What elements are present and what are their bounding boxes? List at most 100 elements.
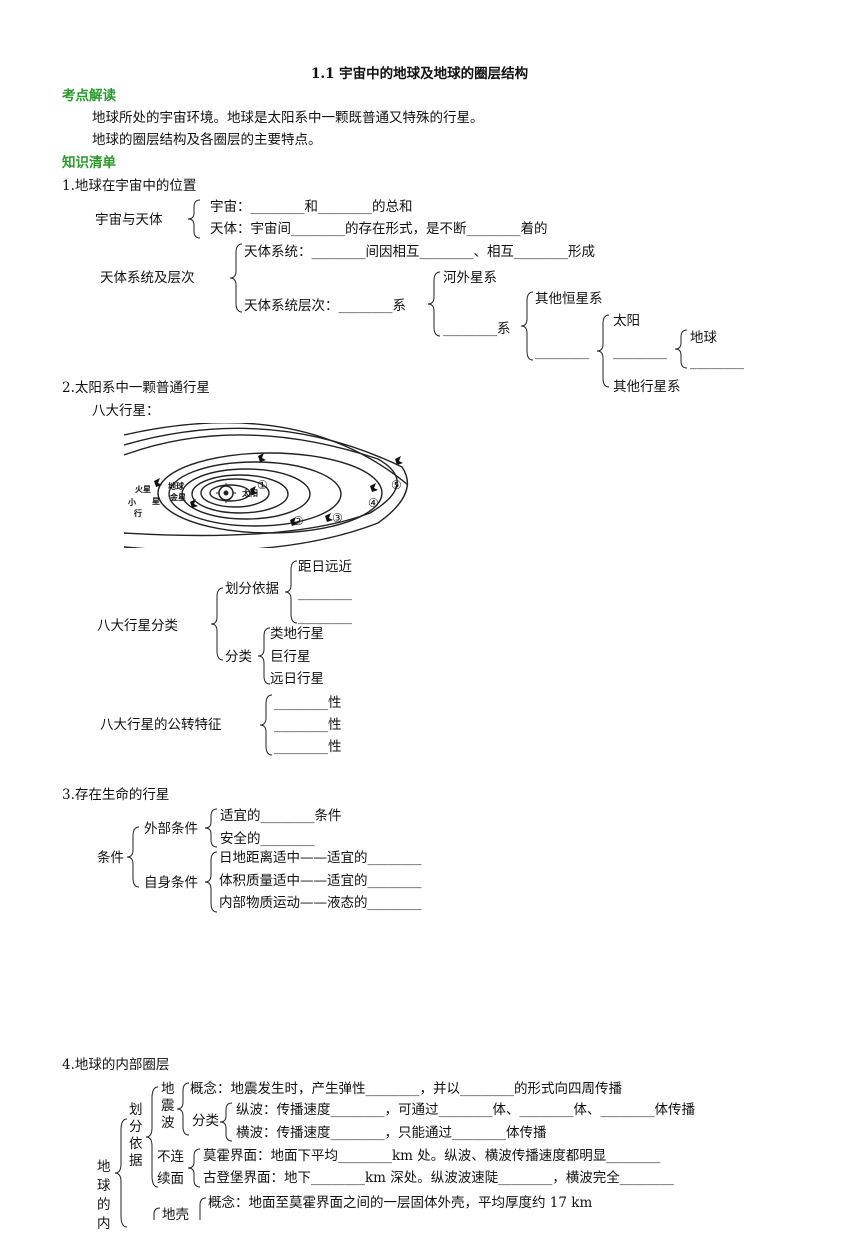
node-text: 续面 — [157, 1171, 184, 1187]
brace — [187, 199, 201, 239]
planet-marker — [190, 499, 198, 508]
node-text: ________ — [613, 344, 667, 360]
brace — [596, 314, 610, 388]
node-text: 地壳 — [162, 1207, 189, 1223]
node-text: 横波：传播速度________，只能通过________体传播 — [236, 1125, 547, 1141]
brace — [187, 1148, 201, 1188]
figure-label: 地球 — [168, 481, 184, 491]
node-text: 自身条件 — [144, 875, 198, 891]
node-text: 不连 — [157, 1149, 184, 1165]
brace — [219, 1102, 233, 1142]
brace — [114, 1118, 128, 1228]
brace — [520, 291, 534, 361]
figure-number: ② — [293, 514, 304, 528]
brace — [427, 271, 441, 337]
figure-number: ④ — [368, 496, 379, 510]
brace — [145, 1086, 159, 1188]
node-text: 体积质量适中——适宜的________ — [219, 873, 422, 889]
vertical-label: 划分依据 — [129, 1102, 143, 1169]
node-text: 分类 — [192, 1113, 219, 1129]
brace — [204, 808, 218, 848]
question-heading: 1.地球在宇宙中的位置 — [62, 178, 197, 194]
node-text: 太阳 — [613, 313, 640, 329]
figure-label: 金星 — [170, 492, 186, 502]
node-text: 分类 — [225, 649, 252, 665]
page-title: 1.1 宇宙中的地球及地球的圈层结构 — [311, 66, 529, 82]
planet-marker — [154, 478, 162, 487]
orbit-drawing — [123, 423, 409, 548]
figure-number: ③ — [332, 511, 343, 525]
node-text: 地球 — [690, 330, 717, 346]
brace — [284, 560, 298, 624]
vertical-label: 地震波 — [161, 1081, 175, 1131]
sub-heading: 八大行星： — [92, 403, 160, 419]
node-text: 类地行星 — [270, 626, 324, 642]
node-text: 宇宙：________和________的总和 — [210, 199, 413, 215]
node-text: 其他行星系 — [613, 379, 681, 395]
node-label: 条件 — [97, 850, 124, 866]
planet-marker — [370, 483, 378, 492]
node-label: 八大行星的公转特征 — [100, 717, 222, 733]
node-text: 日地距离适中——适宜的________ — [219, 850, 422, 866]
figure-label: 星 — [152, 496, 160, 506]
node-text: 天体系统：________间因相互________、相互________形成 — [244, 244, 595, 260]
node-text: ________性 — [274, 695, 342, 711]
brace — [176, 1082, 190, 1136]
figure-label: 行 — [134, 508, 142, 518]
figure-label: 太阳 — [242, 488, 258, 498]
planet-marker — [290, 517, 298, 526]
node-text: 外部条件 — [144, 821, 198, 837]
node-text: 河外星系 — [443, 270, 497, 286]
planet-marker — [250, 486, 258, 495]
vertical-label: 地球的内 — [97, 1159, 111, 1232]
figure-label: 火星 — [135, 484, 151, 494]
node-text: 古登堡界面：地下________km 深处。纵波波速陡________，横波完全… — [203, 1170, 674, 1186]
node-text: 安全的________ — [220, 831, 315, 847]
node-text: ________ — [298, 609, 352, 625]
node-text: 纵波：传播速度________，可通过________体、________体、_… — [236, 1102, 695, 1118]
planet-marker — [325, 513, 333, 522]
question-heading: 2.太阳系中一颗普通行星 — [62, 380, 210, 396]
node-text: 莫霍界面：地面下平均________km 处。纵波、横波传播速度都明显_____… — [203, 1148, 661, 1164]
question-heading: 4.地球的内部圈层 — [62, 1057, 170, 1073]
figure-number: ① — [257, 478, 268, 492]
brace — [204, 851, 218, 913]
node-label: 天体系统及层次 — [100, 270, 195, 286]
node-text: 划分依据 — [225, 581, 279, 597]
section-heading-exam-points: 考点解读 — [62, 88, 116, 104]
planet-marker — [258, 453, 266, 462]
brace — [210, 587, 224, 661]
section-heading-knowledge: 知识清单 — [62, 155, 116, 171]
paragraph: 地球所处的宇宙环境。地球是太阳系中一颗既普通又特殊的行星。 — [92, 110, 484, 126]
brace — [229, 243, 243, 313]
planet-marker — [395, 456, 403, 465]
paragraph: 地球的圈层结构及各圈层的主要特点。 — [92, 132, 322, 148]
node-text: ________ — [298, 585, 352, 601]
node-text: 概念：地震发生时，产生弹性________，并以________的形式向四周传播 — [190, 1081, 622, 1097]
node-text: ________ — [690, 354, 744, 370]
node-text: ________系 — [443, 321, 511, 337]
brace — [126, 826, 140, 888]
solar-system-figure: 火星 地球 金星 太阳 小 行 星 ① ② ③ ④ ⑤ — [120, 423, 410, 548]
brace — [257, 627, 271, 685]
node-text: ________性 — [274, 717, 342, 733]
node-text: 天体：宇宙间________的存在形式，是不断________着的 — [210, 221, 548, 237]
brace — [674, 329, 688, 369]
node-text: 天体系统层次：________系 — [244, 298, 406, 314]
node-text: 其他恒星系 — [535, 291, 603, 307]
brace — [199, 1197, 207, 1220]
node-text: ________性 — [274, 739, 342, 755]
node-text: 内部物质运动——液态的________ — [219, 895, 422, 911]
brace — [153, 1207, 161, 1220]
node-label: 八大行星分类 — [97, 618, 178, 634]
figure-number: ⑤ — [391, 478, 402, 492]
figure-label: 小 — [128, 497, 136, 507]
node-text: 概念：地面至莫霍界面之间的一层固体外壳，平均厚度约 17 km — [208, 1195, 593, 1211]
node-text: 距日远近 — [298, 559, 352, 575]
node-label: 宇宙与天体 — [95, 212, 163, 228]
node-text: 适宜的________条件 — [220, 808, 342, 824]
node-text: 远日行星 — [270, 671, 324, 687]
node-text: 巨行星 — [270, 649, 311, 665]
node-text: ________ — [535, 344, 589, 360]
brace — [259, 694, 273, 756]
